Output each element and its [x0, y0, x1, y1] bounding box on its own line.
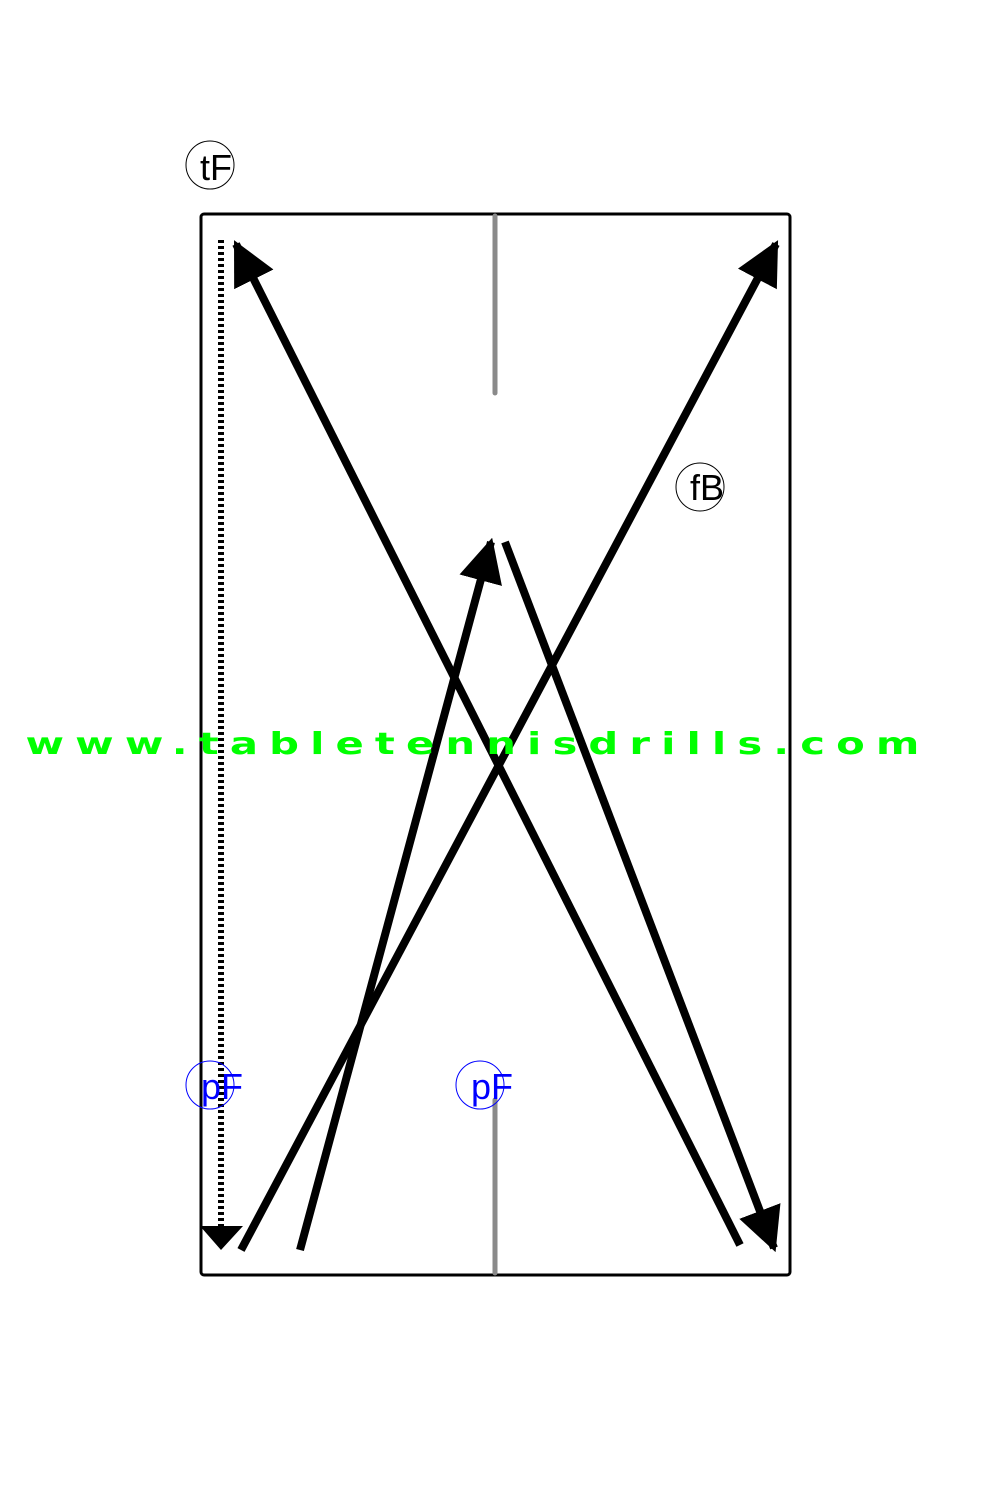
label-right: fB — [675, 462, 725, 512]
arrow-to-middle — [296, 537, 502, 1252]
label-bottom-left-circle — [185, 1060, 235, 1110]
label-top-left-circle — [185, 140, 235, 190]
label-right-text: fB — [690, 467, 724, 508]
label-bottom-left-text: pF — [201, 1066, 243, 1107]
label-right-circle — [675, 462, 725, 512]
label-top-left-text: tF — [200, 147, 232, 188]
label-bottom-center-text: pF — [471, 1066, 513, 1107]
arrow-to-top-left — [232, 240, 744, 1247]
label-top-left: tF — [185, 140, 235, 190]
watermark-text: www.tabletennisdrills.com — [26, 727, 931, 762]
arrow-middle-to-bottom-right — [501, 540, 781, 1253]
label-bottom-left: pF — [185, 1060, 243, 1110]
label-bottom-center-circle — [455, 1060, 505, 1110]
label-bottom-center: pF — [455, 1060, 513, 1110]
dotted-arrow-left-head — [200, 1226, 243, 1250]
arrow-to-top-right — [237, 240, 780, 1252]
